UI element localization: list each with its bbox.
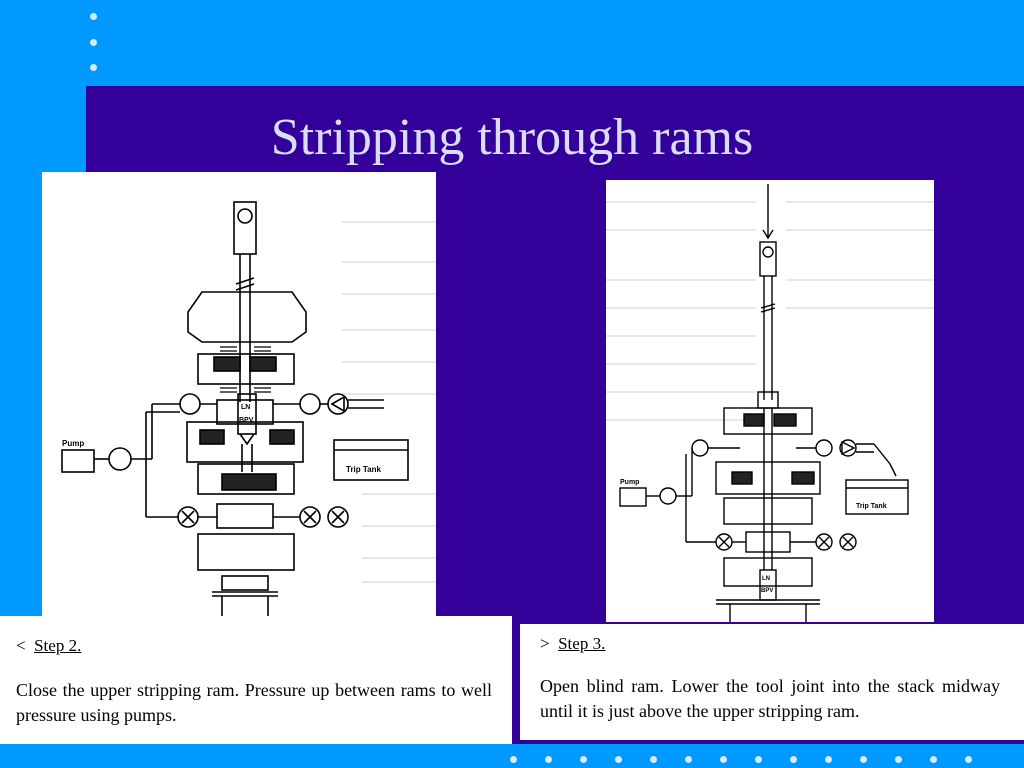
right-diagram-panel: Pump Trip Tank LN BPV <box>606 180 934 622</box>
kelly <box>759 241 777 277</box>
ln-bpv-float <box>759 569 777 601</box>
trip-tank <box>333 439 409 481</box>
step3-description: Open blind ram. Lower the tool joint int… <box>540 676 1000 721</box>
dot <box>895 756 902 763</box>
step3-caption: > Step 3. Open blind ram. Lower the tool… <box>520 624 1024 740</box>
step2-heading: < Step 2. <box>16 636 81 656</box>
kelly-valve-icon <box>762 246 774 258</box>
slide-title: Stripping through rams <box>270 109 754 166</box>
trip-tank-label: Trip Tank <box>346 465 382 474</box>
dot <box>930 756 937 763</box>
dot <box>90 13 97 20</box>
trip-tank-label: Trip Tank <box>856 503 887 510</box>
annular-preventer <box>187 291 307 343</box>
step2-description: Close the upper stripping ram. Pressure … <box>16 680 492 725</box>
dot <box>580 756 587 763</box>
kelly <box>233 201 257 255</box>
kelly-valve-icon <box>237 208 253 224</box>
trip-tank <box>845 479 909 515</box>
step2-label: Step 2. <box>34 636 82 655</box>
ln-label: LN <box>241 404 250 411</box>
bop-stack-diagram-step2: Pump Trip Tank LN BPV <box>61 201 436 620</box>
dot <box>720 756 727 763</box>
dot <box>825 756 832 763</box>
pump-label: Pump <box>620 479 639 486</box>
dot <box>650 756 657 763</box>
pump-icon <box>659 487 677 505</box>
bpv-label: BPV <box>761 588 773 594</box>
bop-stack-diagram-step3: Pump Trip Tank LN BPV <box>606 184 934 622</box>
step2-caption: < Step 2. Close the upper stripping ram.… <box>0 616 512 744</box>
ln-label: LN <box>762 576 770 582</box>
dot <box>545 756 552 763</box>
dot <box>790 756 797 763</box>
step3-label: Step 3. <box>558 634 606 653</box>
bpv-label: BPV <box>239 417 254 424</box>
ln-bpv-float <box>237 393 257 435</box>
pump-icon <box>108 447 132 471</box>
dot <box>860 756 867 763</box>
dot <box>90 64 97 71</box>
step3-marker: > <box>540 634 550 653</box>
tool-joint <box>757 391 779 409</box>
dot <box>615 756 622 763</box>
dot <box>685 756 692 763</box>
dot <box>90 39 97 46</box>
pump-box <box>61 449 95 473</box>
dot <box>510 756 517 763</box>
dot <box>755 756 762 763</box>
dot <box>965 756 972 763</box>
step2-marker: < <box>16 636 26 655</box>
step3-heading: > Step 3. <box>540 634 605 654</box>
pump-box <box>619 487 647 507</box>
left-diagram-panel: Pump Trip Tank LN BPV <box>42 172 436 620</box>
pump-label: Pump <box>62 439 84 448</box>
